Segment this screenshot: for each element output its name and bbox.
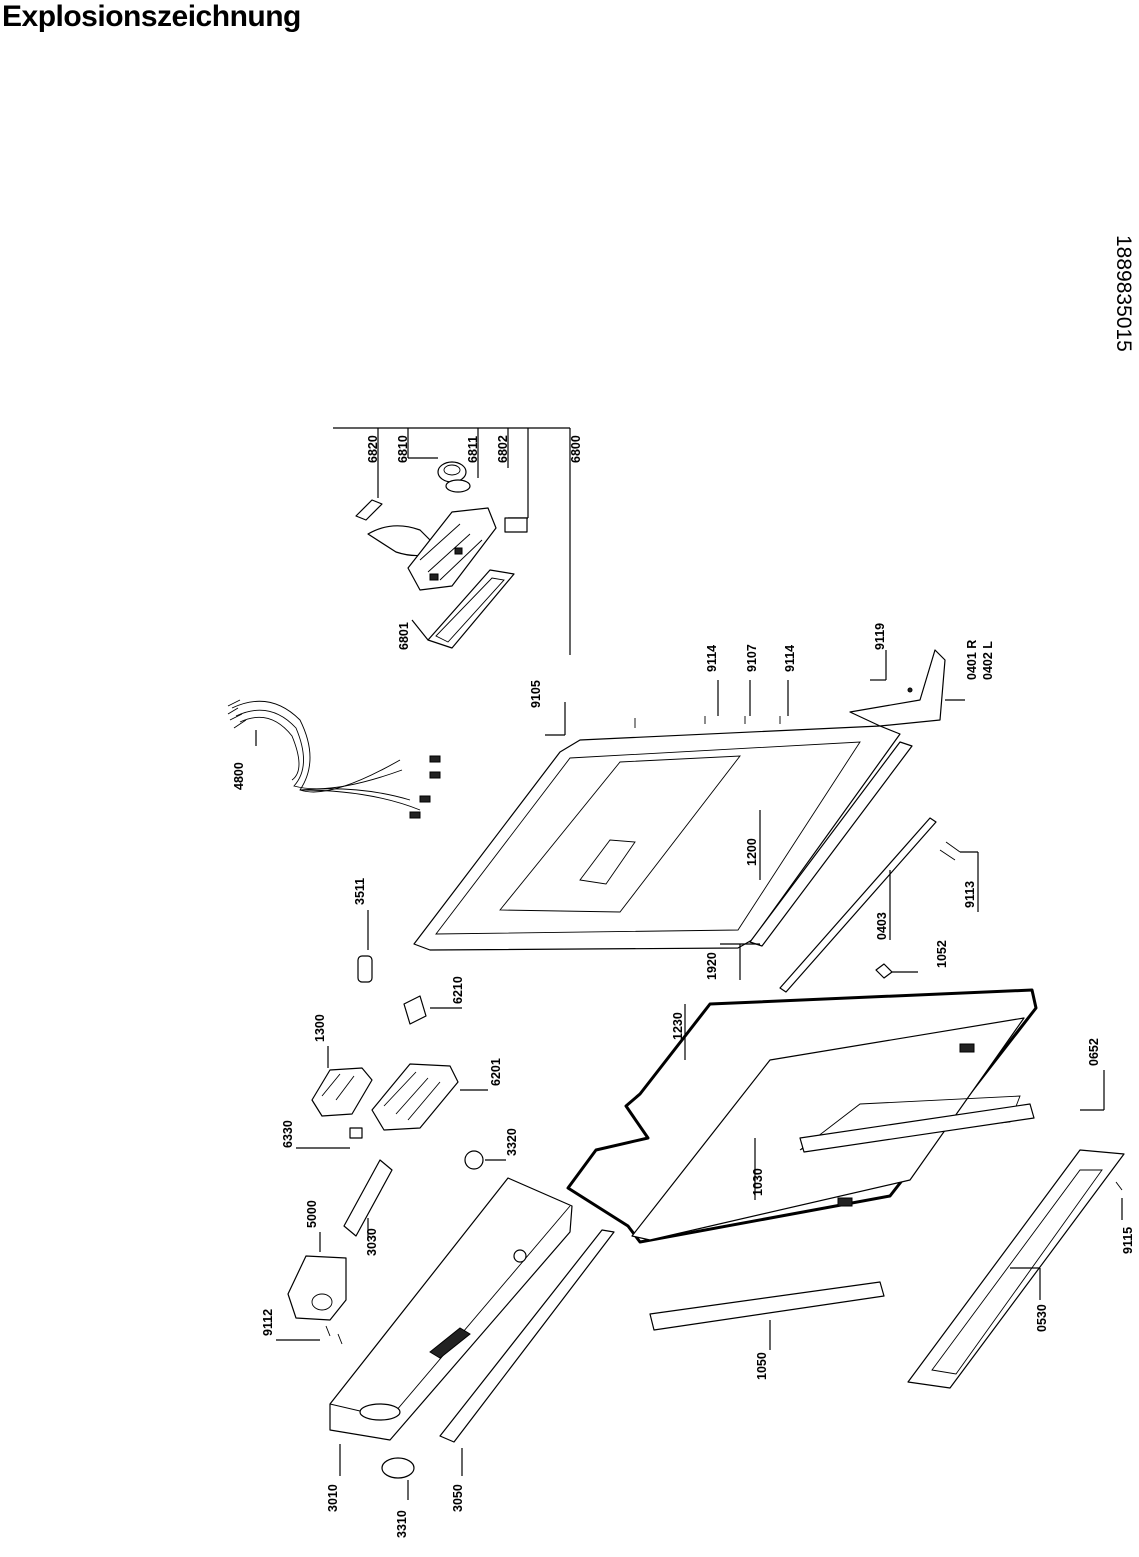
label-6801: 6801 bbox=[397, 622, 411, 650]
label-0652: 0652 bbox=[1087, 1038, 1101, 1066]
label-3511: 3511 bbox=[353, 878, 367, 905]
label-1052: 1052 bbox=[935, 940, 949, 968]
page-title: Explosionszeichnung bbox=[2, 0, 301, 33]
label-9119: 9119 bbox=[873, 623, 887, 650]
label-4800: 4800 bbox=[232, 762, 246, 790]
components-left bbox=[276, 910, 506, 1345]
frame-1200 bbox=[413, 649, 979, 993]
label-6201: 6201 bbox=[489, 1058, 503, 1086]
label-9112: 9112 bbox=[261, 1309, 275, 1336]
label-3310: 3310 bbox=[395, 1510, 409, 1538]
control-panel-3010 bbox=[329, 1177, 615, 1500]
label-0403: 0403 bbox=[875, 912, 889, 940]
label-6820: 6820 bbox=[366, 435, 380, 463]
label-9114-b: 9114 bbox=[783, 645, 797, 672]
label-1920: 1920 bbox=[705, 952, 719, 980]
label-5000: 5000 bbox=[305, 1200, 319, 1228]
label-1300: 1300 bbox=[313, 1014, 327, 1042]
label-1200: 1200 bbox=[745, 838, 759, 866]
label-3010: 3010 bbox=[326, 1484, 340, 1512]
valve-assembly-6800 bbox=[333, 427, 571, 655]
label-9114-a: 9114 bbox=[705, 645, 719, 672]
label-9107: 9107 bbox=[745, 644, 759, 672]
label-6210: 6210 bbox=[451, 976, 465, 1004]
label-6811: 6811 bbox=[466, 436, 480, 463]
wiring-harness-4800 bbox=[227, 699, 441, 819]
label-9105: 9105 bbox=[529, 680, 543, 708]
label-3050: 3050 bbox=[451, 1484, 465, 1512]
label-9115: 9115 bbox=[1121, 1227, 1135, 1254]
label-6330: 6330 bbox=[281, 1120, 295, 1148]
label-0530: 0530 bbox=[1035, 1304, 1049, 1332]
label-1230: 1230 bbox=[671, 1012, 685, 1040]
lower-right-parts bbox=[649, 963, 1125, 1389]
label-0402-l: 0402 L bbox=[981, 641, 995, 680]
label-6800: 6800 bbox=[569, 435, 583, 463]
label-6802: 6802 bbox=[496, 435, 510, 463]
label-3320: 3320 bbox=[505, 1128, 519, 1156]
label-0401-r: 0401 R bbox=[965, 640, 979, 680]
label-9113: 9113 bbox=[963, 881, 977, 908]
part-labels: 6820 6810 6811 6802 6800 6801 4800 9105 … bbox=[232, 435, 1135, 1538]
label-1030: 1030 bbox=[751, 1168, 765, 1196]
label-3030: 3030 bbox=[365, 1228, 379, 1256]
label-6810: 6810 bbox=[396, 435, 410, 463]
label-1050: 1050 bbox=[755, 1352, 769, 1380]
